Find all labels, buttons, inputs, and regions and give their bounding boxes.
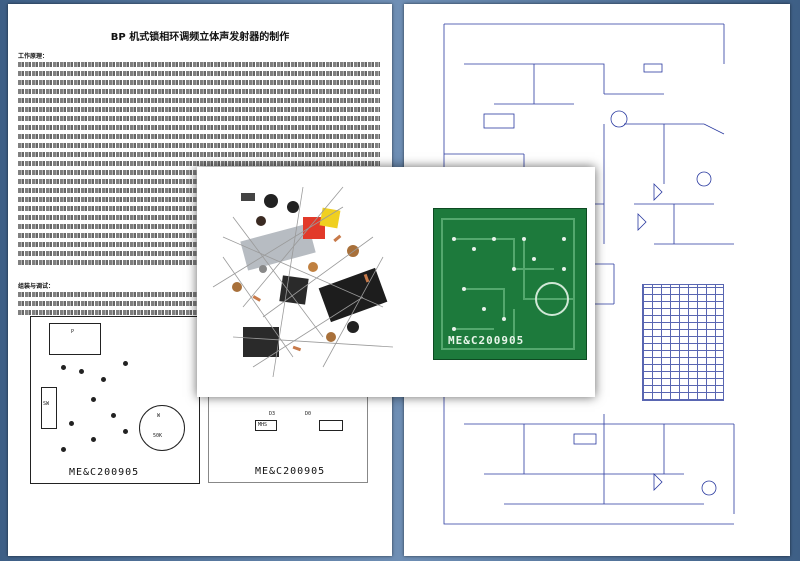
component-outline: [319, 420, 343, 431]
board-label-left: ME&C200905: [69, 467, 140, 478]
component-outline: [41, 387, 57, 429]
component-outline: [255, 420, 277, 431]
electronic-parts-photo: [212, 186, 394, 378]
potentiometer-outline: [139, 405, 185, 451]
silk-label-mhs: MHS: [258, 422, 268, 428]
pcb-board-photo: ME&C200905: [433, 208, 587, 360]
section-heading-principle: 工作原理：: [18, 53, 49, 60]
silk-label-d0: D0: [305, 411, 312, 417]
silk-label-50k: 50K: [153, 433, 163, 439]
product-photo-overlay: ME&C200905: [197, 167, 595, 397]
silk-label-p: P: [71, 329, 75, 335]
pcb-component-layout: P SW W 50K ME&C200905: [30, 316, 200, 484]
page-title: BP 机式锁相环调频立体声发射器的制作: [110, 32, 290, 43]
silk-label-sw: SW: [43, 401, 50, 407]
component-table: [642, 284, 724, 401]
board-label-right: ME&C200905: [255, 466, 326, 477]
silk-label-w: W: [157, 413, 161, 419]
pcb-board-label: ME&C200905: [448, 334, 525, 347]
component-outline: [49, 323, 101, 355]
silk-label-d3: D3: [269, 411, 276, 417]
section-heading-assembly: 组装与调试：: [18, 283, 55, 290]
